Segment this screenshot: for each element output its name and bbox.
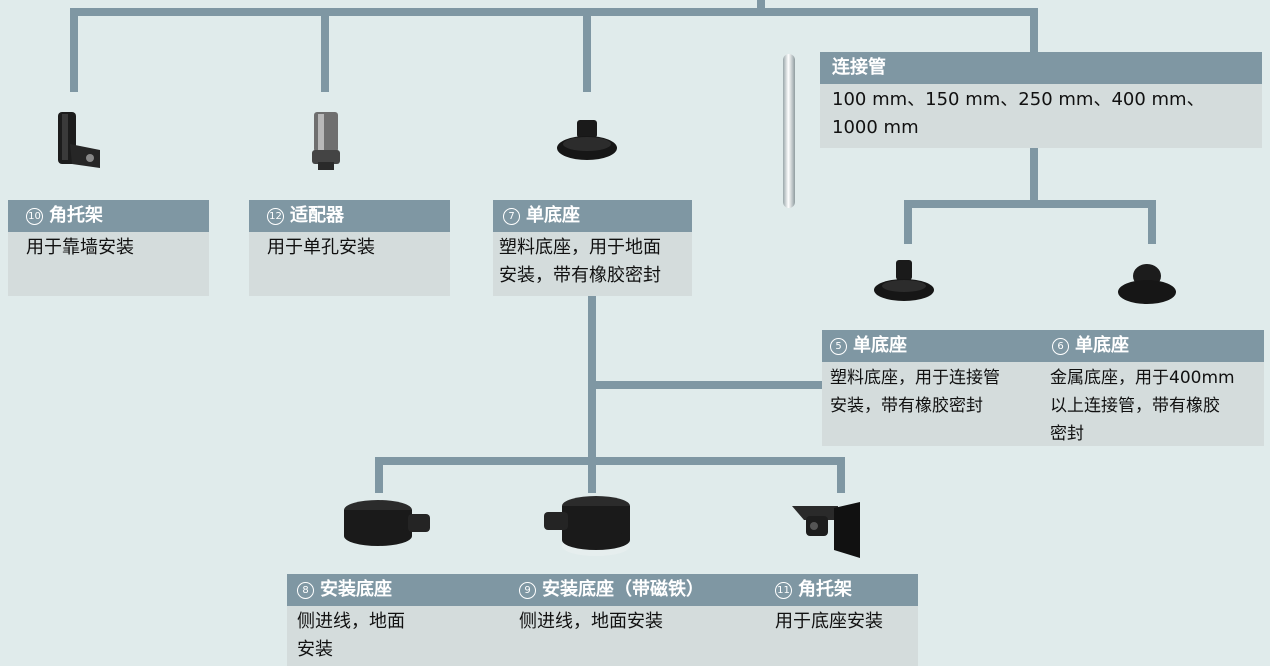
item-number: 11 — [775, 582, 792, 599]
item-desc-line: 侧进线，地面 — [297, 611, 405, 632]
item-header: 7 单底座 — [493, 200, 692, 232]
item-single-base-metal: 6 单底座 金属底座，用于400mm 以上连接管，带有橡胶 密封 — [1044, 330, 1264, 448]
item-header: 12 适配器 — [249, 200, 450, 232]
item-desc-line: 金属底座，用于400mm — [1050, 368, 1235, 388]
connecting-pipe-lengths-line1: 100 mm、150 mm、250 mm、400 mm、 — [832, 89, 1205, 110]
item-mounting-base-group: 8 安装底座 侧进线，地面 安装 9 安装底座（带磁铁） 侧进线，地面安装 11 角托… — [287, 574, 918, 666]
item-mounting-base: 8 安装底座 侧进线，地面 安装 — [287, 574, 509, 664]
item-number: 9 — [519, 582, 536, 599]
connector-7-down — [588, 296, 596, 460]
single-base-icon — [874, 260, 934, 301]
connector-drop-9 — [588, 457, 596, 493]
connector-drop-10 — [70, 8, 78, 92]
connector-drop-7 — [583, 8, 591, 92]
item-single-base-floor: 7 单底座 塑料底座，用于地面 安装，带有橡胶密封 — [493, 200, 692, 296]
item-number: 12 — [267, 208, 284, 225]
item-header: 11 角托架 — [767, 574, 918, 606]
connecting-pipe-lengths-line2: 1000 mm — [832, 117, 919, 138]
connecting-pipe-title: 连接管 — [820, 52, 1262, 84]
magnetic-base-icon — [544, 496, 630, 556]
item-single-base-pipe-group: 5 单底座 塑料底座，用于连接管 安装，带有橡胶密封 6 单底座 金属底座，用于40… — [822, 330, 1264, 446]
item-desc-line: 用于单孔安装 — [267, 237, 375, 258]
connector-drop-5 — [904, 200, 912, 244]
item-number: 8 — [297, 582, 314, 599]
connector-bottom-horizontal — [375, 457, 845, 465]
single-base-icon — [1118, 264, 1176, 304]
item-desc-line: 密封 — [1050, 424, 1084, 444]
connector-pipe-down — [1030, 148, 1038, 202]
item-title: 角托架 — [49, 205, 103, 226]
item-title: 角托架 — [798, 579, 852, 600]
item-desc-line: 用于底座安装 — [775, 611, 883, 632]
item-number: 10 — [26, 208, 43, 225]
item-single-base-plastic: 5 单底座 塑料底座，用于连接管 安装，带有橡胶密封 — [822, 330, 1044, 420]
connector-drop-8 — [375, 457, 383, 493]
item-angle-bracket-wall: 10 角托架 用于靠墙安装 — [8, 200, 209, 296]
item-header: 9 安装底座（带磁铁） — [509, 574, 767, 606]
item-desc-line: 侧进线，地面安装 — [519, 611, 663, 632]
mounting-base-icon — [344, 500, 430, 546]
single-base-icon — [557, 120, 617, 160]
connector-drop-12 — [321, 8, 329, 92]
connector-drop-pipe — [1030, 8, 1038, 52]
item-number: 5 — [830, 338, 847, 355]
item-desc-line: 塑料底座，用于连接管 — [830, 368, 1000, 388]
item-desc-line: 塑料底座，用于地面 — [499, 237, 661, 258]
connecting-pipe-box: 连接管 100 mm、150 mm、250 mm、400 mm、 1000 mm — [820, 52, 1262, 148]
item-angle-bracket-base: 11 角托架 用于底座安装 — [767, 574, 918, 636]
item-title: 安装底座 — [320, 579, 392, 600]
item-header: 6 单底座 — [1044, 330, 1264, 362]
item-desc-line: 用于靠墙安装 — [26, 237, 134, 258]
item-title: 单底座 — [1075, 335, 1129, 356]
connector-7-to-5 — [596, 381, 822, 389]
item-number: 6 — [1052, 338, 1069, 355]
connector-top-horizontal — [70, 8, 1038, 16]
item-header: 8 安装底座 — [287, 574, 509, 606]
item-header: 5 单底座 — [822, 330, 1044, 362]
item-desc-line: 安装 — [297, 639, 333, 660]
item-adapter: 12 适配器 用于单孔安装 — [249, 200, 450, 296]
angle-bracket-icon — [792, 502, 860, 558]
item-desc-line: 以上连接管，带有橡胶 — [1050, 396, 1220, 416]
item-title: 单底座 — [526, 205, 580, 226]
item-header: 10 角托架 — [8, 200, 209, 232]
item-desc-line: 安装，带有橡胶密封 — [499, 265, 661, 286]
item-desc-line: 安装，带有橡胶密封 — [830, 396, 983, 416]
item-number: 7 — [503, 208, 520, 225]
item-mounting-base-magnet: 9 安装底座（带磁铁） 侧进线，地面安装 — [509, 574, 767, 636]
item-title: 适配器 — [290, 205, 344, 226]
connector-drop-11 — [837, 457, 845, 493]
item-title: 安装底座（带磁铁） — [542, 579, 704, 600]
adapter-icon — [312, 112, 340, 170]
connector-pipe-horizontal — [904, 200, 1156, 208]
connector-drop-6 — [1148, 200, 1156, 244]
angle-bracket-icon — [58, 112, 100, 168]
pipe-icon — [783, 54, 795, 208]
connector-top-center — [757, 0, 765, 10]
item-title: 单底座 — [853, 335, 907, 356]
